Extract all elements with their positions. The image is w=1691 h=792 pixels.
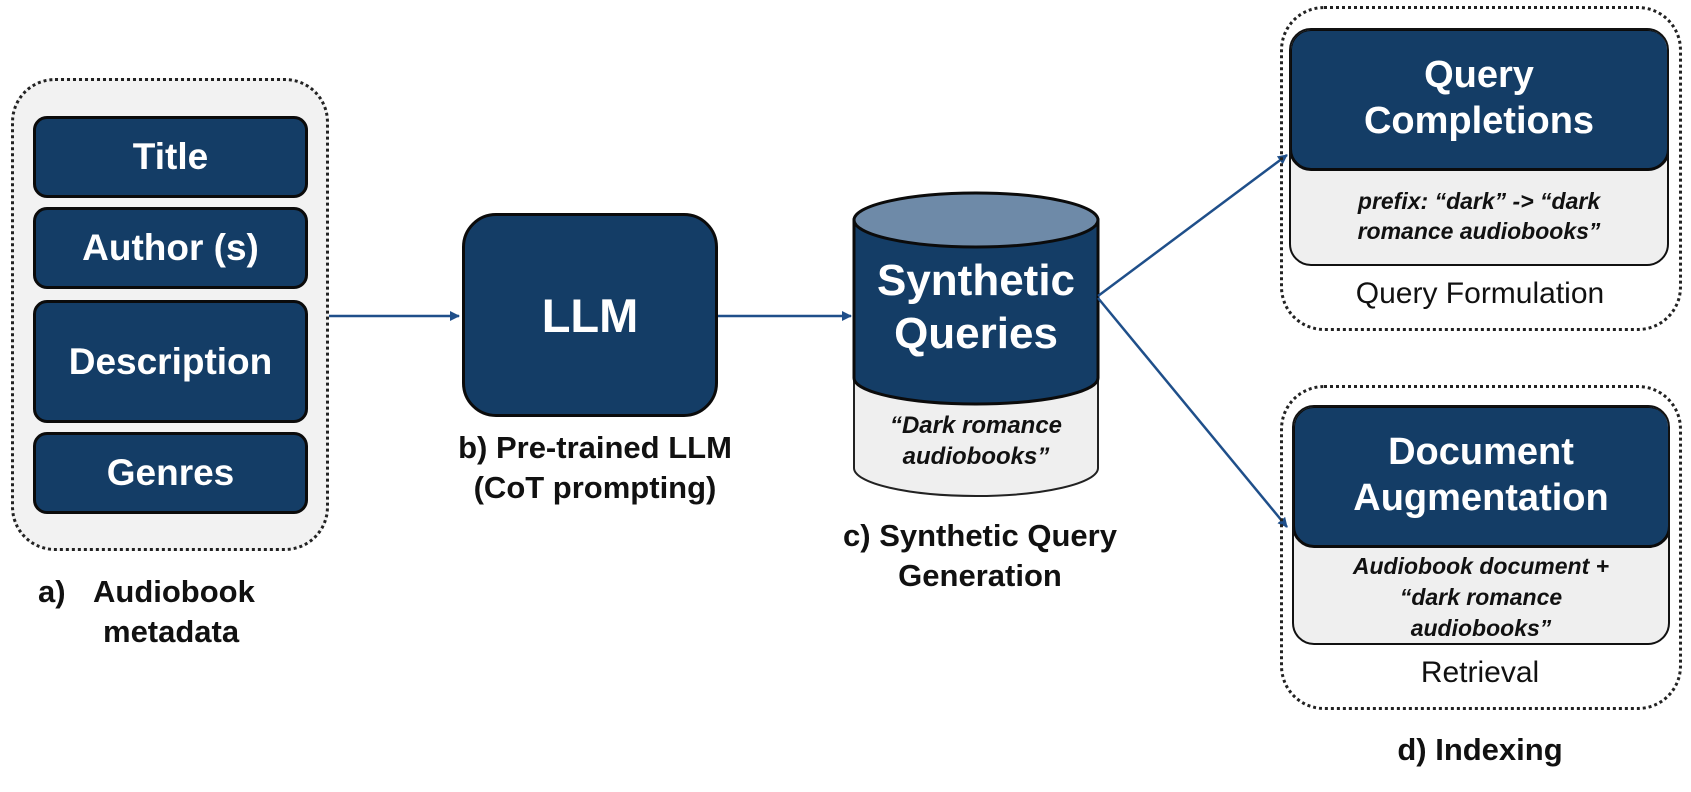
llm-box: LLM — [462, 213, 718, 417]
retrieval-label: Retrieval — [1420, 656, 1540, 689]
llm-caption-line2: (CoT prompting) — [473, 470, 717, 506]
synthetic-queries-cylinder — [852, 191, 1100, 497]
metadata-caption-marker: a) — [38, 574, 66, 609]
query-completions-card: Query Completions prefix: “dark” -> “dar… — [1289, 28, 1669, 266]
document-augmentation-title-line2: Augmentation — [1353, 477, 1609, 519]
synthetic-queries-label: Synthetic Queries — [854, 255, 1098, 361]
document-augmentation-example-line1: Audiobook document + — [1352, 553, 1610, 579]
indexing-caption: d) Indexing — [1397, 732, 1563, 767]
query-completions-title-line2: Completions — [1363, 100, 1595, 142]
query-completions-example-line2: romance audiobooks” — [1357, 217, 1601, 244]
query-completions-example: prefix: “dark” -> “dark romance audioboo… — [1291, 187, 1667, 247]
document-augmentation-example-line3: audiobooks” — [1410, 615, 1552, 642]
metadata-description-box: Description — [33, 300, 308, 423]
metadata-title-box: Title — [33, 116, 308, 198]
retrieval-group — [1280, 385, 1682, 710]
arrow-synthetic-to-completions — [1097, 153, 1288, 298]
cylinder-body — [852, 218, 1100, 406]
llm-caption-line1: b) Pre-trained LLM — [458, 430, 732, 465]
metadata-genres-label: Genres — [106, 452, 235, 493]
document-augmentation-example-line2: “dark romance — [1399, 584, 1563, 611]
synthetic-caption-line2: Generation — [898, 558, 1062, 594]
llm-label: LLM — [541, 288, 639, 342]
metadata-description-label: Description — [68, 340, 273, 382]
synthetic-example: “Dark romance audiobooks” — [854, 410, 1098, 472]
synthetic-example-line1: “Dark romance — [889, 412, 1063, 439]
document-augmentation-title-line1: Document — [1388, 431, 1574, 474]
query-formulation-group — [1280, 6, 1682, 331]
document-augmentation-card: Document Augmentation Audiobook document… — [1292, 405, 1670, 645]
metadata-author-label: Author (s) — [82, 227, 259, 268]
synthetic-caption: c) Synthetic Query Generation — [830, 516, 1130, 597]
synthetic-caption-line1: c) Synthetic Query — [843, 518, 1117, 553]
metadata-author-box: Author (s) — [33, 207, 308, 289]
query-completions-title-line1: Query — [1424, 54, 1534, 97]
metadata-genres-box: Genres — [33, 432, 308, 514]
metadata-caption-line2: metadata — [103, 614, 240, 650]
synthetic-label-line2: Queries — [894, 308, 1058, 358]
metadata-title-label: Title — [132, 136, 209, 177]
document-augmentation-header: Document Augmentation — [1294, 407, 1668, 548]
query-formulation-label: Query Formulation — [1355, 277, 1605, 310]
document-augmentation-example: Audiobook document + “dark romance audio… — [1294, 551, 1668, 643]
cylinder-top — [852, 191, 1100, 249]
metadata-caption: a) Audiobook metadata — [38, 572, 318, 653]
cylinder-bottom-band — [853, 377, 1099, 497]
synthetic-example-line2: audiobooks” — [902, 443, 1050, 471]
arrow-synthetic-to-augmentation — [1097, 297, 1288, 528]
query-completions-example-line1: prefix: “dark” -> “dark — [1357, 188, 1601, 214]
query-completions-header: Query Completions — [1291, 30, 1667, 171]
metadata-caption-line1: Audiobook — [93, 574, 255, 609]
llm-caption: b) Pre-trained LLM (CoT prompting) — [430, 428, 760, 509]
synthetic-label-line1: Synthetic — [876, 256, 1076, 305]
